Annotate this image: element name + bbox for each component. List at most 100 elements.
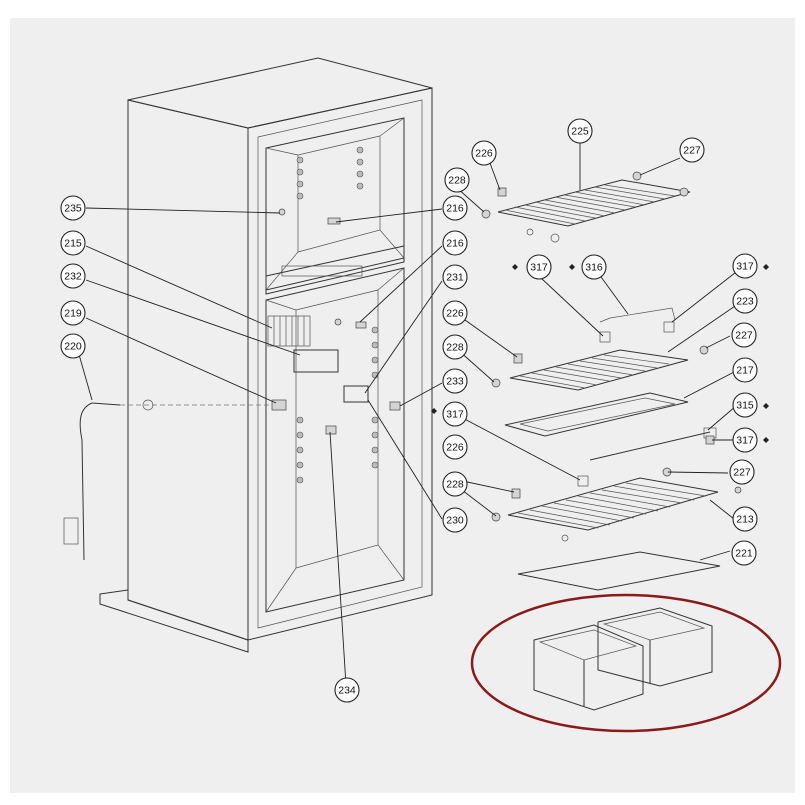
callout-number: 226 (446, 442, 464, 454)
callout-number: 227 (733, 467, 751, 479)
callout-bubbles: 225 226 227 228 235 216 215 216 232 231 219 220 226 2… (60, 118, 758, 703)
evaporator-fins (267, 315, 311, 347)
callout-circle (442, 401, 468, 427)
callout-circle (60, 333, 86, 359)
refrigerator-cabinet (99, 57, 433, 653)
callout-p225: 225 (567, 118, 593, 144)
callout-circle (444, 167, 470, 193)
callout-number: 215 (64, 238, 82, 250)
callout-number: 235 (64, 203, 82, 215)
callout-number: 233 (446, 376, 464, 388)
callout-circle (581, 254, 607, 280)
callout-circle (442, 264, 468, 290)
callout-circle (60, 300, 86, 326)
callout-p317b: 317 (732, 253, 758, 279)
callout-p216b: 216 (442, 230, 468, 256)
bins-highlight-ellipse (470, 593, 782, 733)
callout-number: 227 (735, 330, 753, 342)
callout-p316: 316 (581, 254, 607, 280)
callout-circle (334, 677, 360, 703)
callout-number: 225 (571, 126, 589, 138)
callout-p226a: 226 (471, 140, 497, 166)
callout-number: 227 (683, 145, 701, 157)
callout-p220: 220 (60, 333, 86, 359)
callout-p227a: 227 (679, 137, 705, 163)
callout-p217: 217 (732, 357, 758, 383)
callout-p231: 231 (442, 264, 468, 290)
callout-circle (732, 427, 758, 453)
callout-number: 216 (446, 238, 464, 250)
callout-number: 226 (475, 148, 493, 160)
callout-p234: 234 (334, 677, 360, 703)
callout-p232: 232 (60, 263, 86, 289)
callout-p226c: 226 (442, 434, 468, 460)
shelf-clip-dots (296, 146, 379, 484)
callout-number: 232 (64, 271, 82, 283)
callout-p228b: 228 (442, 334, 468, 360)
callout-number: 230 (446, 515, 464, 527)
callout-p223: 223 (732, 288, 758, 314)
callout-number: 315 (736, 400, 754, 412)
callout-circle (442, 230, 468, 256)
callout-number: 223 (736, 296, 754, 308)
callout-circle (732, 392, 758, 418)
callout-circle (442, 368, 468, 394)
callout-p317a: 317 (526, 254, 552, 280)
callout-circle (442, 471, 468, 497)
callout-circle (732, 357, 758, 383)
callout-circle (471, 140, 497, 166)
diagram-background (10, 18, 795, 793)
callout-circle (60, 263, 86, 289)
wire-shelf-lower (507, 475, 719, 542)
callout-p221: 221 (731, 540, 757, 566)
wire-shelf-middle (509, 307, 689, 391)
callout-p230: 230 (442, 507, 468, 533)
callout-circle (732, 506, 758, 532)
callout-p228c: 228 (442, 471, 468, 497)
callout-number: 216 (446, 203, 464, 215)
callout-circle (60, 230, 86, 256)
callout-number: 234 (338, 685, 356, 697)
callout-p315: 315 (732, 392, 758, 418)
callout-number: 228 (448, 175, 466, 187)
callout-number: 228 (446, 342, 464, 354)
callout-number: 317 (446, 409, 464, 421)
callout-circle (442, 195, 468, 221)
callout-number: 213 (736, 514, 754, 526)
callout-p227c: 227 (729, 459, 755, 485)
callout-number: 317 (736, 435, 754, 447)
callout-circle (60, 195, 86, 221)
callout-p317d: 317 (442, 401, 468, 427)
callout-number: 228 (446, 479, 464, 491)
callout-number: 219 (64, 308, 82, 320)
callout-number: 317 (530, 262, 548, 274)
callout-circle (679, 137, 705, 163)
callout-p233: 233 (442, 368, 468, 394)
callout-circle (526, 254, 552, 280)
callout-circle (442, 334, 468, 360)
callout-p228a: 228 (444, 167, 470, 193)
callout-circle (567, 118, 593, 144)
callout-circle (732, 253, 758, 279)
callout-circle (729, 459, 755, 485)
callout-p215: 215 (60, 230, 86, 256)
crisper-bins (533, 607, 713, 711)
crisper-cover (517, 551, 721, 591)
tube-assembly (63, 399, 270, 561)
callout-p235: 235 (60, 195, 86, 221)
callout-number: 220 (64, 341, 82, 353)
callout-number: 317 (736, 261, 754, 273)
callout-p317c: 317 (732, 427, 758, 453)
hardware-pieces (271, 171, 742, 522)
diamond-markers (431, 264, 769, 443)
callout-number: 316 (585, 262, 603, 274)
callout-p216a: 216 (442, 195, 468, 221)
callout-number: 231 (446, 272, 464, 284)
callout-circle (442, 507, 468, 533)
callout-number: 217 (736, 365, 754, 377)
callout-p226b: 226 (442, 300, 468, 326)
wire-shelf-top (497, 179, 691, 243)
callout-circle (732, 288, 758, 314)
callout-number: 221 (735, 548, 753, 560)
